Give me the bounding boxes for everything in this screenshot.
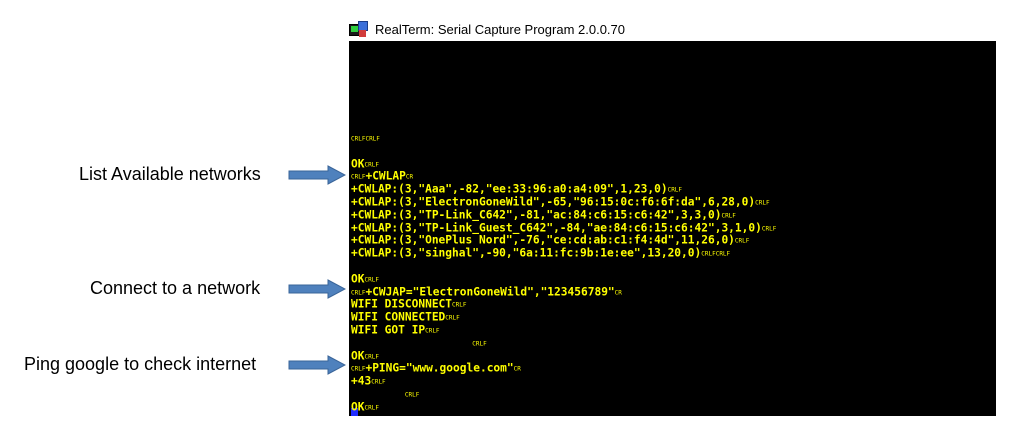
terminal-line: OKCRLF [351,348,379,364]
control-char: CRLF [364,403,379,412]
control-char: CRLF [351,288,366,297]
terminal-line: OKCRLF [351,399,379,415]
terminal-text: +CWLAP [365,169,406,183]
terminal-text [351,336,472,350]
terminal-text: +CWLAP:(3,"ElectronGoneWild",-65,"96:15:… [351,194,756,209]
control-char: CR [405,173,414,181]
terminal-line: +CWLAP:(3,"OnePlus Nord",-76,"ce:cd:ab:c… [351,234,749,248]
control-char: CRLF [364,352,379,361]
control-char: CRLF [351,365,366,373]
terminal-line: OKCRLF [351,156,379,172]
terminal-text: OK [351,399,365,414]
control-char: CRLF [425,327,440,335]
terminal-text: OK [351,271,365,286]
terminal-text: WIFI CONNECTED [351,310,446,324]
terminal-line: WIFI GOT IPCRLF [351,322,440,338]
terminal-text: +43 [351,374,372,388]
control-char: CRLF [351,173,366,181]
terminal-line: CRLFCRLF [351,132,380,146]
terminal-line: CRLF+CWJAP="ElectronGoneWild","123456789… [351,284,622,300]
control-char: CRLF [755,199,770,207]
terminal-text: OK [351,156,365,171]
control-char: CRLF [667,186,683,194]
control-char: CRLF [371,378,386,386]
control-char: CRLF [364,160,379,169]
terminal-text: +CWLAP:(3,"Aaa",-82,"ee:33:96:a0:a4:09",… [351,182,668,196]
control-char: CRLF [445,314,460,322]
control-char: CRLF [351,135,366,143]
control-char: CRLF [404,391,420,399]
terminal-line: WIFI DISCONNECTCRLF [351,298,467,312]
terminal-text: OK [351,348,365,363]
control-char: CRLF [715,250,731,258]
control-char: CRLF [452,301,467,309]
terminal-text: WIFI GOT IP [351,322,426,337]
control-char: CR [614,288,622,297]
control-char: CRLF [701,250,716,258]
terminal-text: +PING="www.google.com" [365,361,514,375]
control-char: CR [513,365,521,373]
terminal-line: +43CRLF [351,375,386,389]
arrow-right-icon [288,165,346,185]
control-char: CRLF [365,135,380,143]
terminal-line: CRLF+CWLAPCR [351,170,413,184]
annotation-connect-network: Connect to a network [90,278,261,298]
terminal-line: +CWLAP:(3,"singhal",-90,"6a:11:fc:9b:1e:… [351,247,730,261]
terminal-line: CRLF [351,388,419,402]
terminal-line: +CWLAP:(3,"TP-Link_C642",-81,"ac:84:c6:1… [351,207,736,223]
terminal-line: WIFI CONNECTEDCRLF [351,311,460,325]
terminal-line: +CWLAP:(3,"ElectronGoneWild",-65,"96:15:… [351,194,770,210]
terminal-text: +CWLAP:(3,"singhal",-90,"6a:11:fc:9b:1e:… [351,246,702,260]
terminal-line: OKCRLF [351,271,379,287]
terminal-text: +CWLAP:(3,"TP-Link_Guest_C642",-84,"ae:8… [351,220,762,235]
control-char: CRLF [721,211,736,220]
annotation-list-networks: List Available networks [79,164,261,184]
window-title: RealTerm: Serial Capture Program 2.0.0.7… [375,21,626,37]
terminal-text [351,387,405,401]
control-char: CRLF [734,237,750,245]
terminal-text: +CWJAP="ElectronGoneWild","123456789" [365,284,615,299]
control-char: CRLF [761,224,777,233]
realterm-app-icon[interactable] [349,20,368,38]
arrow-right-icon [288,279,346,299]
control-char: CRLF [472,339,487,348]
terminal-line: +CWLAP:(3,"TP-Link_Guest_C642",-84,"ae:8… [351,220,777,236]
control-char: CRLF [364,275,379,284]
annotation-ping-google: Ping google to check internet [24,354,257,374]
arrow-right-icon [288,355,346,375]
terminal-line: CRLF+PING="www.google.com"CR [351,362,521,376]
terminal-text: +CWLAP:(3,"OnePlus Nord",-76,"ce:cd:ab:c… [351,233,735,247]
terminal-text: +CWLAP:(3,"TP-Link_C642",-81,"ac:84:c6:1… [351,207,722,222]
terminal-text: WIFI DISCONNECT [351,297,453,311]
window-title-bar[interactable]: RealTerm: Serial Capture Program 2.0.0.7… [349,17,996,41]
terminal-line: CRLF [351,336,487,351]
terminal-cursor [351,408,358,416]
terminal-line: +CWLAP:(3,"Aaa",-82,"ee:33:96:a0:a4:09",… [351,183,682,197]
